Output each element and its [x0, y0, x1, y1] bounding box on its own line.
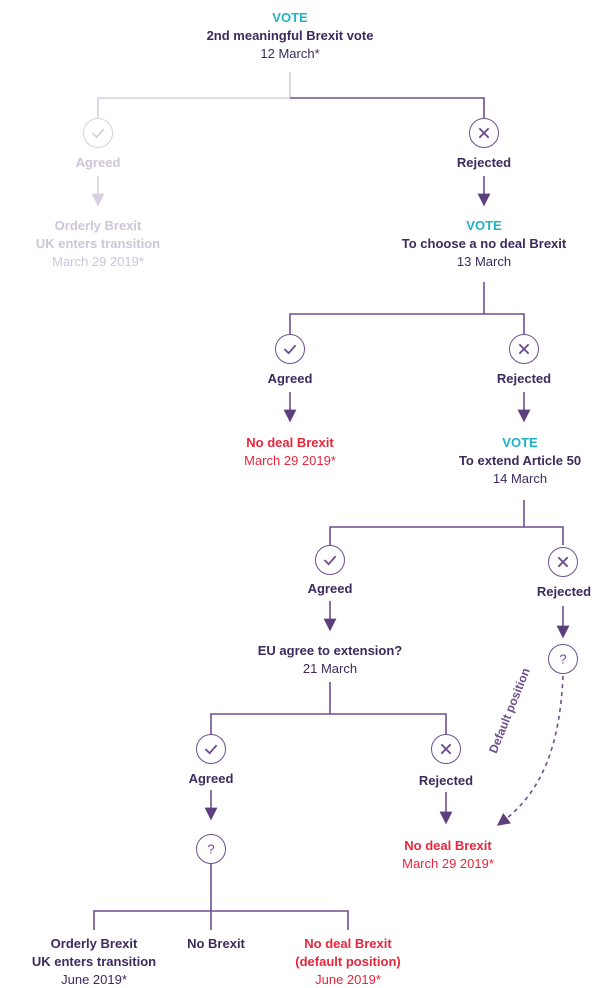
left2-label: Agreed	[267, 371, 313, 386]
eu-question-date: 21 March	[302, 661, 358, 676]
final-orderly-title: Orderly Brexit	[50, 936, 138, 951]
right3-label: Rejected	[536, 584, 592, 599]
question-icon: ?	[548, 644, 578, 674]
left1-outcome-title: Orderly Brexit	[54, 218, 142, 233]
agreed-check-icon	[83, 118, 113, 148]
agreed-check-icon	[196, 734, 226, 764]
right4-label: Rejected	[418, 773, 474, 788]
vote3-date: 14 March	[492, 471, 548, 486]
vote3-title: To extend Article 50	[458, 453, 582, 468]
final-no-deal-date: June 2019*	[315, 972, 381, 987]
final-orderly-sub: UK enters transition	[31, 954, 157, 969]
left2-outcome-date: March 29 2019*	[244, 453, 336, 468]
start-vote-title: 2nd meaningful Brexit vote	[206, 28, 374, 43]
left3-label: Agreed	[307, 581, 353, 596]
start-vote-date: 12 March*	[260, 46, 320, 61]
svg-text:?: ?	[559, 652, 566, 667]
rejected-x-icon	[431, 734, 461, 764]
agreed-check-icon	[315, 545, 345, 575]
svg-text:?: ?	[207, 842, 214, 857]
final-no-brexit-title: No Brexit	[187, 936, 245, 951]
rejected-x-icon	[469, 118, 499, 148]
question-icon: ?	[196, 834, 226, 864]
left4-label: Agreed	[188, 771, 234, 786]
agreed-check-icon	[275, 334, 305, 364]
final-orderly-date: June 2019*	[61, 972, 127, 987]
left1-label: Agreed	[75, 155, 121, 170]
vote2-date: 13 March	[456, 254, 512, 269]
right4-outcome-date: March 29 2019*	[402, 856, 494, 871]
left1-outcome-sub: UK enters transition	[35, 236, 161, 251]
right4-outcome-title: No deal Brexit	[404, 838, 492, 853]
eu-question-title: EU agree to extension?	[257, 643, 403, 658]
final-no-deal-sub: (default position)	[295, 954, 401, 969]
left2-outcome-title: No deal Brexit	[246, 435, 334, 450]
right2-label: Rejected	[496, 371, 552, 386]
vote2-title: To choose a no deal Brexit	[401, 236, 567, 251]
vote2-kicker: VOTE	[466, 218, 502, 233]
rejected-x-icon	[548, 547, 578, 577]
rejected-x-icon	[509, 334, 539, 364]
final-no-deal-title: No deal Brexit	[304, 936, 392, 951]
start-vote-kicker: VOTE	[272, 10, 308, 25]
left1-outcome-date: March 29 2019*	[52, 254, 144, 269]
vote3-kicker: VOTE	[502, 435, 538, 450]
right1-label: Rejected	[456, 155, 512, 170]
